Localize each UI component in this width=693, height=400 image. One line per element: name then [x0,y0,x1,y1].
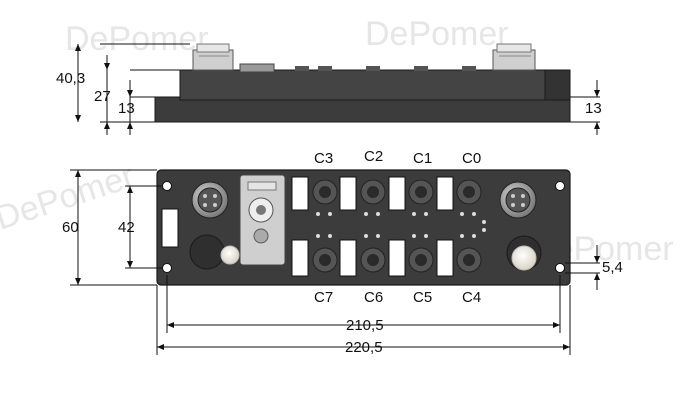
dim-height-total: 40,3 [56,70,85,87]
side-connector-right [492,43,536,71]
dim-total-length: 220,5 [345,339,383,356]
side-connector-left [192,43,234,71]
side-view: 40,3 27 13 13 [56,43,602,135]
channel-label: C4 [462,289,481,306]
dim-height-base-left: 13 [118,100,135,117]
front-label-strips [291,176,454,277]
dim-hole-diameter: 5,4 [602,259,623,276]
dim-height-mid: 27 [94,88,111,105]
channel-label: C7 [314,289,333,306]
dim-mount-spacing: 42 [118,219,135,236]
front-view: C3 C2 C1 C0 C7 C6 C5 C4 [62,148,623,356]
front-rotary-switch-module [220,174,286,266]
channel-labels-bottom: C7 C6 C5 C4 [314,289,481,306]
dim-width-height: 60 [62,219,79,236]
channel-label: C5 [413,289,432,306]
dim-mount-length: 210,5 [346,317,384,334]
front-connector-left [191,181,229,219]
side-dimensions [75,43,600,135]
watermark-text: DePomer [365,15,509,53]
front-cap-left [189,234,225,270]
side-base [154,96,571,123]
front-cap-highlight [511,245,537,271]
channel-labels-top: C3 C2 C1 C0 [314,148,481,167]
channel-label: C3 [314,150,333,167]
side-end-block [544,69,571,101]
front-m8-connectors-top [312,179,482,205]
channel-label: C6 [364,289,383,306]
front-label-slot [161,208,179,248]
channel-label: C2 [364,148,383,165]
channel-label: C0 [462,150,481,167]
watermark-text: DePomer [65,20,209,58]
channel-label: C1 [413,150,432,167]
side-small-connectors [239,63,476,73]
mount-holes [162,181,565,273]
front-dimensions [70,169,600,355]
front-m8-connectors-bottom [312,247,482,273]
front-connector-right [499,181,537,219]
side-body [179,69,546,101]
dim-height-base-right: 13 [585,100,602,117]
front-leds [316,212,486,238]
